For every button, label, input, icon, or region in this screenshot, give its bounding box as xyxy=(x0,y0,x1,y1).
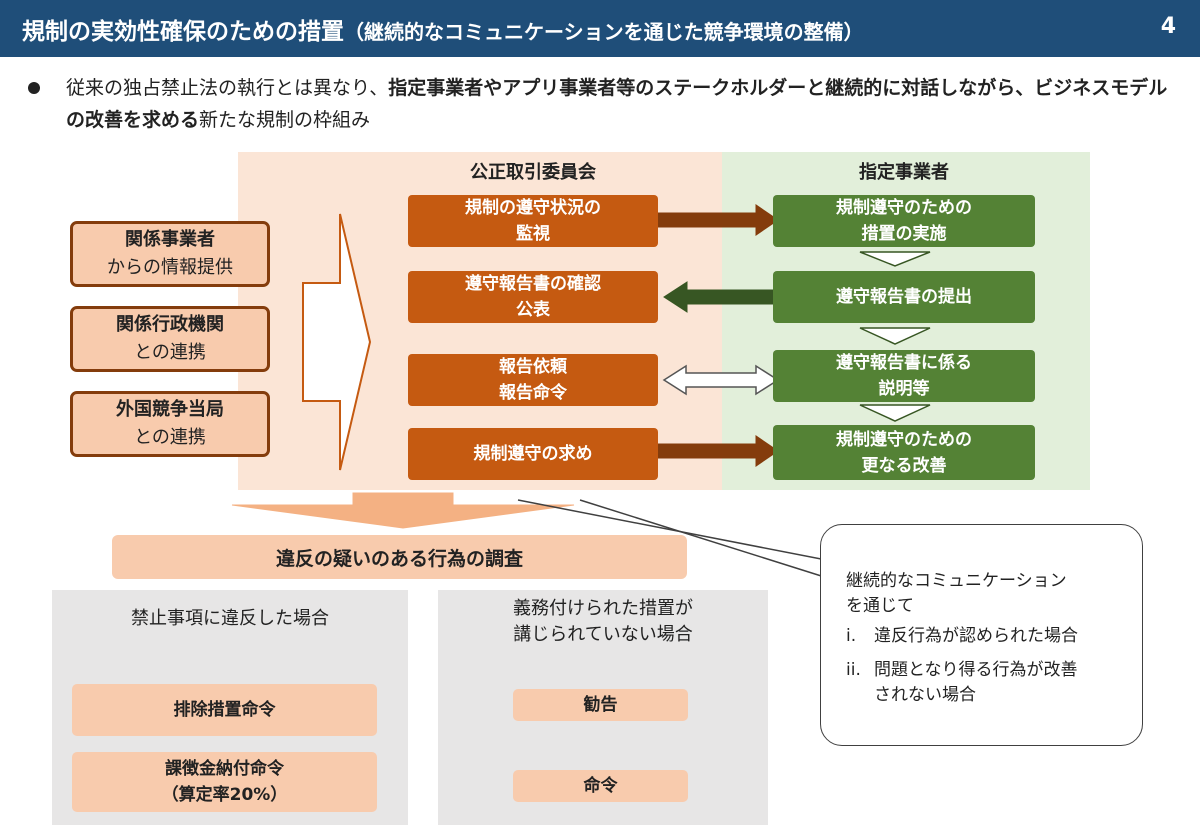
page-title: 規制の実効性確保のための措置（継続的なコミュニケーションを通じた競争環境の整備） xyxy=(22,12,864,46)
source-label-bold: 関係行政機関 xyxy=(116,314,224,335)
arrow-monitor-to-measures xyxy=(657,204,779,236)
source-label-bold: 外国競争当局 xyxy=(116,399,224,420)
designated-box-submit-report: 遵守報告書の提出 xyxy=(773,271,1035,323)
branch-prohibited-heading: 禁止事項に違反した場合 xyxy=(131,608,329,629)
title-subtitle: （継続的なコミュニケーションを通じた競争環境の整備） xyxy=(344,20,864,44)
designated-title: 指定事業者 xyxy=(859,162,949,183)
ftc-box-report-request: 報告依頼 報告命令 xyxy=(408,354,658,406)
ftc-box-confirm-publish: 遵守報告書の確認 公表 xyxy=(408,271,658,323)
arrow-request-to-improve xyxy=(657,435,779,467)
source-label-normal: との連携 xyxy=(134,427,206,448)
double-arrow xyxy=(662,364,780,396)
source-box-administrative: 関係行政機関 との連携 xyxy=(70,306,270,372)
source-box-foreign-authority: 外国競争当局 との連携 xyxy=(70,391,270,457)
callout-item-num: ii. xyxy=(846,660,861,680)
page-number: 4 xyxy=(1160,14,1176,39)
down-triangle-1 xyxy=(859,251,931,267)
cease-desist-order-box: 排除措置命令 xyxy=(72,684,377,736)
designated-box-further-improvement: 規制遵守のための 更なる改善 xyxy=(773,425,1035,480)
callout-item-num: i. xyxy=(846,626,857,646)
bullet-text: 従来の独占禁止法の執行とは異なり、指定事業者やアプリ事業者等のステークホルダーと… xyxy=(66,72,1176,136)
recommendation-box: 勧告 xyxy=(513,689,688,721)
investigation-bar: 違反の疑いのある行為の調査 xyxy=(112,535,687,579)
source-label-bold: 関係事業者 xyxy=(125,229,215,250)
source-label-normal: との連携 xyxy=(134,342,206,363)
ftc-box-compliance-request: 規制遵守の求め xyxy=(408,428,658,480)
down-triangle-2 xyxy=(859,327,931,345)
bullet-text-normal-2: 新たな規制の枠組み xyxy=(199,109,371,131)
callout-intro: 継続的なコミュニケーション を通じて xyxy=(846,571,1067,616)
big-down-arrow xyxy=(231,492,575,529)
designated-box-measures: 規制遵守のための 措置の実施 xyxy=(773,195,1035,247)
big-right-arrow xyxy=(302,213,372,471)
bullet-icon xyxy=(28,82,40,94)
surcharge-order-box: 課徴金納付命令 （算定率20%） xyxy=(72,752,377,812)
source-label-normal: からの情報提供 xyxy=(107,257,233,278)
title-main: 規制の実効性確保のための措置 xyxy=(22,19,344,45)
callout-item-text: 問題となり得る行為が改善 されない場合 xyxy=(874,660,1078,705)
down-triangle-3 xyxy=(859,404,931,422)
ftc-box-monitor: 規制の遵守状況の 監視 xyxy=(408,195,658,247)
designated-box-explanation: 遵守報告書に係る 説明等 xyxy=(773,350,1035,402)
order-box: 命令 xyxy=(513,770,688,802)
callout-item-text: 違反行為が認められた場合 xyxy=(874,626,1078,646)
source-box-related-business: 関係事業者 からの情報提供 xyxy=(70,221,270,287)
bullet-text-bold: 指定事業者やアプリ事業者等のステークホルダーと継続的に対話しながら、ビジネスモデ… xyxy=(66,77,1168,131)
ftc-title: 公正取引委員会 xyxy=(470,162,596,183)
callout-bubble xyxy=(820,524,1143,746)
arrow-submit-to-confirm xyxy=(663,281,786,313)
branch-obligation-heading: 義務付けられた措置が 講じられていない場合 xyxy=(513,598,693,645)
header-bar xyxy=(0,0,1200,57)
bullet-text-normal-1: 従来の独占禁止法の執行とは異なり、 xyxy=(66,77,389,99)
callout-pointer-line-2 xyxy=(579,499,835,581)
